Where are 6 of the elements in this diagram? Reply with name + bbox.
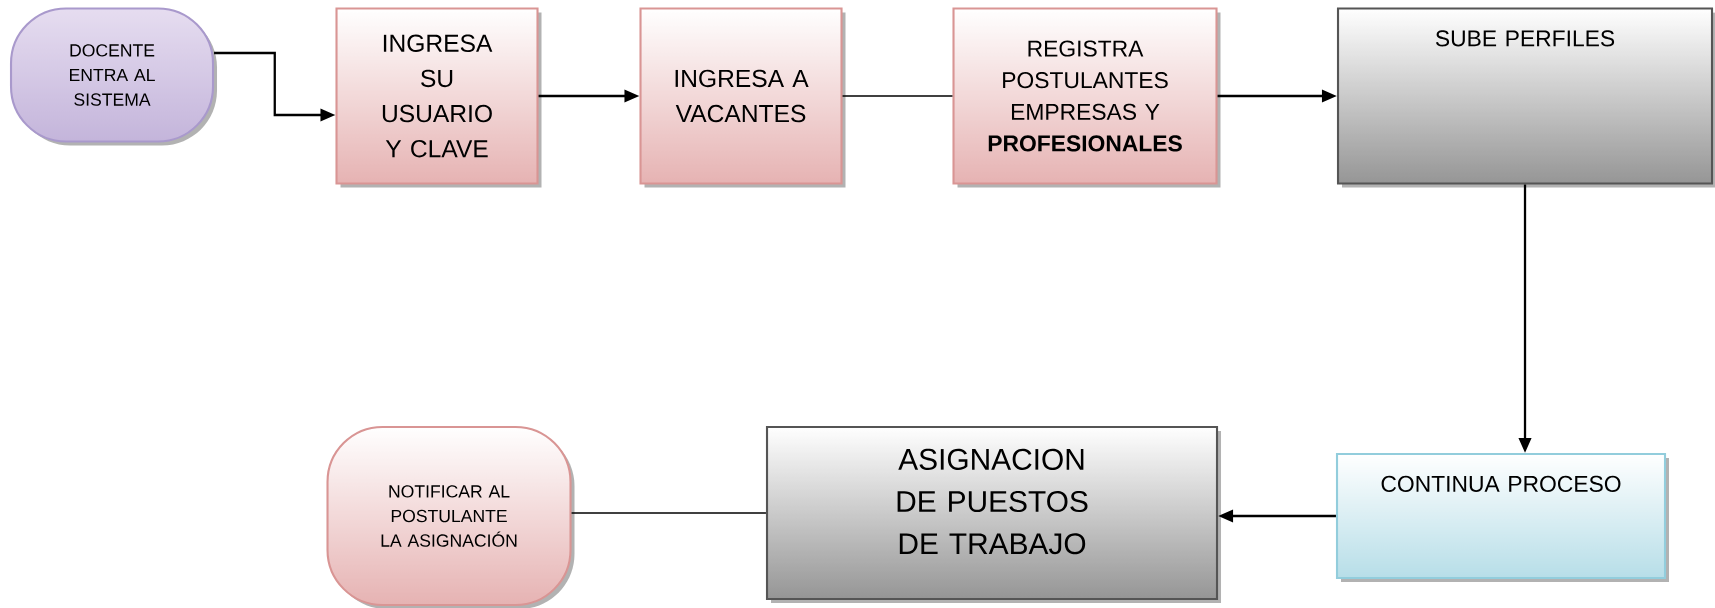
process-box: INGRESA SU USUARIO Y CLAVE [335, 7, 542, 188]
process-box: INGRESA A VACANTES [639, 7, 846, 188]
process-box: ASIGNACION DE PUESTOS DE TRABAJO [765, 425, 1221, 603]
process-box: REGISTRA POSTULANTES EMPRESAS Y PROFESIONALES [952, 7, 1221, 188]
process-box: SUBE PERFILES [1336, 7, 1715, 188]
process-box: CONTINUA PROCESO [1335, 452, 1669, 582]
